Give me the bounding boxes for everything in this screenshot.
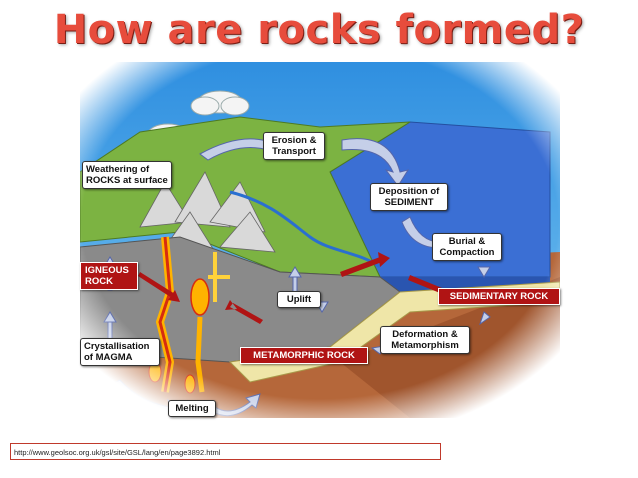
label-deformation-metamorphism: Deformation & Metamorphism (380, 326, 470, 354)
label-igneous-rock: IGNEOUS ROCK (80, 262, 138, 290)
label-crystallisation-magma: Crystallisation of MAGMA (80, 338, 160, 366)
label-weathering: Weathering of ROCKS at surface (82, 161, 172, 189)
rock-cycle-diagram: Erosion & Transport Weathering of ROCKS … (79, 62, 561, 420)
label-metamorphic-rock: METAMORPHIC ROCK (240, 347, 368, 364)
label-burial-compaction: Burial & Compaction (432, 233, 502, 261)
label-uplift: Uplift (277, 291, 321, 308)
label-sedimentary-rock: SEDIMENTARY ROCK (438, 288, 560, 305)
label-erosion-transport: Erosion & Transport (263, 132, 325, 160)
label-melting: Melting (168, 400, 216, 417)
label-deposition: Deposition of SEDIMENT (370, 183, 448, 211)
page-title: How are rocks formed? (53, 7, 585, 53)
source-url: http://www.geolsoc.org.uk/gsl/site/GSL/l… (10, 443, 441, 460)
